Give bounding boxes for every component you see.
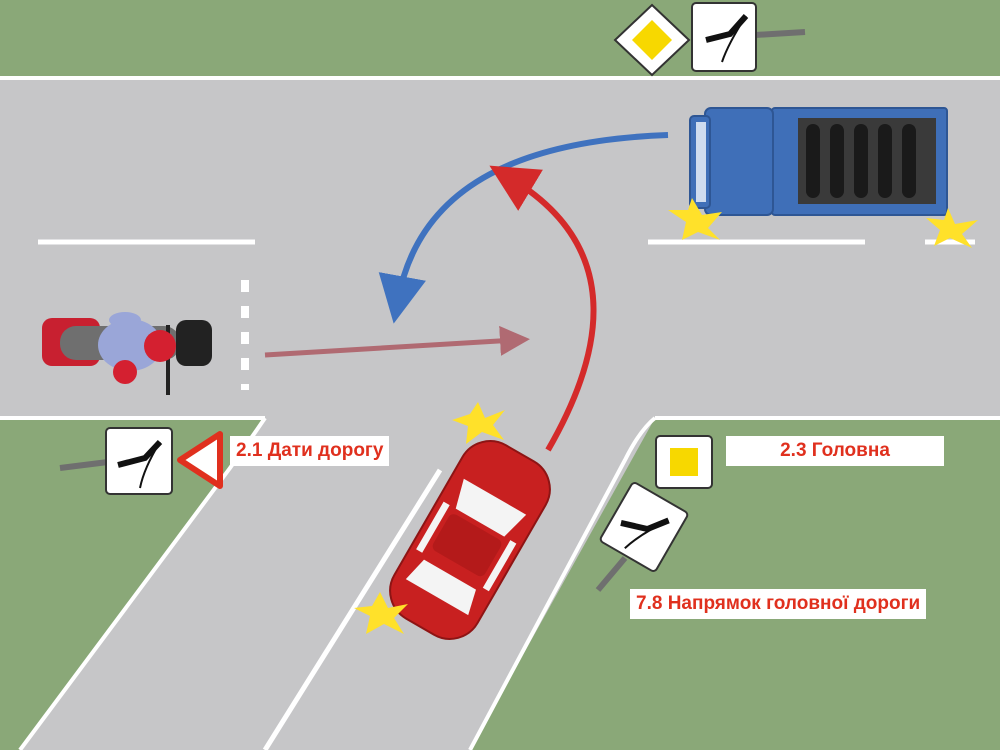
direction-sign-label: 7.8 Напрямок головної дороги [630,589,927,619]
right-sign-post [595,556,628,592]
main-road-sign-right [655,435,713,489]
motorcycle-path-arrow [264,325,530,358]
side-road-edge-right [468,416,657,750]
top-sign-post [754,29,806,38]
car-path-arrow [489,165,597,452]
main-road-sign-label: 2.3 Головна [726,436,944,466]
give-way-sign-label: 2.1 Дати дорогу [230,436,390,466]
motorcycle-icon [42,312,212,395]
truck-left-indicator [668,198,722,240]
car-front-indicator [452,402,505,444]
car-icon [389,440,551,640]
truck-icon [689,107,948,216]
direction-sign-left [105,427,173,495]
main-road-sign-top [613,3,691,77]
truck-rear-indicator [926,208,978,248]
side-road-lane-marking [262,468,443,750]
direction-sign-right [599,482,689,572]
give-way-sign [177,431,223,489]
direction-sign-top [691,2,757,72]
car-rear-indicator [354,592,408,634]
left-sign-post [59,459,109,471]
